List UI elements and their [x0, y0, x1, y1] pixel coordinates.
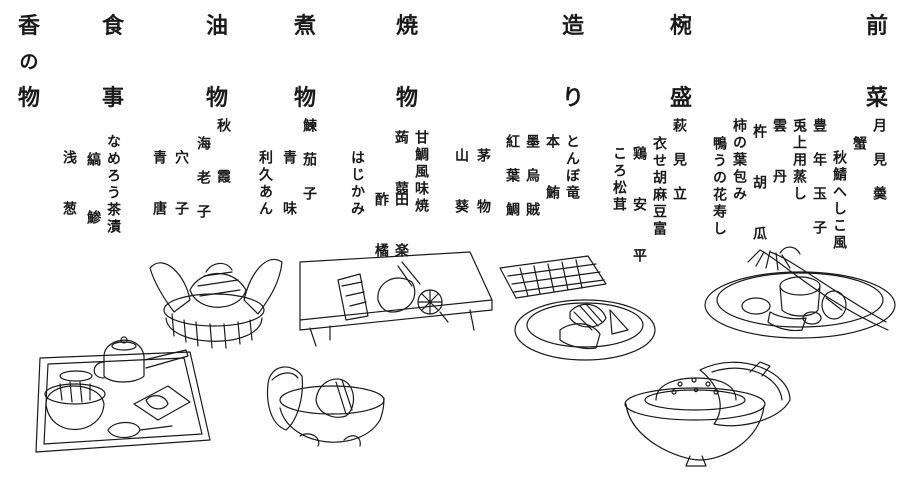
dish: 月 見 羮 [871, 118, 887, 203]
category-zensai: 前 菜 [862, 8, 892, 116]
dish: 利久あん [257, 150, 273, 218]
category-wanmori: 椀 盛 [666, 8, 696, 116]
category-shokuji: 食 事 [98, 8, 128, 116]
appetizer-plate-illustration [704, 246, 896, 339]
dish: 杵 胡 瓜 [751, 124, 767, 243]
dish: 茅 物 [475, 148, 491, 216]
dish: とんぼ竜 [564, 134, 580, 202]
dish: 鯵 [85, 210, 101, 227]
category-char: 物 [293, 85, 316, 111]
dish: 鴨うの花寿し [711, 136, 727, 238]
category-char: 焼 [395, 13, 418, 39]
category-char: 物 [17, 85, 40, 111]
category-char: 食 [101, 13, 124, 39]
dish: 豊 年 玉 子 [811, 118, 827, 237]
category-aburamono: 油 物 [202, 8, 232, 116]
dish: 鶏 安 平 [631, 146, 647, 265]
dish: 縞 [85, 152, 101, 169]
dish: 山 葵 [453, 148, 469, 216]
dish: はじかみ [349, 150, 365, 218]
dish: 蒟 蒻 [393, 130, 409, 198]
dish: 青 味 [281, 150, 297, 218]
sashimi-plate-illustration [499, 255, 656, 361]
dish: 兎上用蒸し [791, 118, 807, 203]
dish: 萩 見 立 [671, 118, 687, 203]
dish: 甘鯛風味焼 [413, 130, 429, 215]
category-nimono: 煮 物 [290, 8, 320, 116]
dish: 柿の葉包み [731, 118, 747, 203]
dish: 浅 葱 [61, 150, 77, 218]
category-char: 椀 [669, 13, 692, 39]
category-char: 造 [561, 13, 584, 39]
category-char: 物 [395, 85, 418, 111]
dish: 蟹 [851, 136, 867, 153]
dish: 本 鮪 [544, 134, 560, 202]
dish: なめろう茶漬 [105, 134, 121, 236]
rice-set-illustration [35, 336, 211, 453]
dish: 青 唐 [151, 150, 167, 218]
dish: 海 老 子 [195, 136, 211, 221]
dish: 墨 烏 賊 [524, 134, 540, 219]
dish: 鰊 茄 子 [301, 118, 317, 203]
category-char: 前 [865, 13, 888, 39]
dish: ころ松茸 [611, 146, 627, 214]
dish: 雲 丹 [771, 118, 787, 186]
category-char: 油 [205, 13, 228, 39]
dish: 衣せ胡麻豆富 [651, 136, 667, 238]
category-char: 事 [101, 85, 124, 111]
category-char: り [561, 85, 584, 111]
grilled-dish-illustration [299, 251, 493, 347]
dish: 秋鯖へしこ風 [831, 150, 847, 252]
soup-bowl-illustration [624, 361, 791, 467]
dish: 酢 橘 [373, 192, 389, 260]
category-konomono: 香 の 物 [14, 8, 44, 116]
fried-dish-illustration [149, 259, 283, 349]
category-char: 煮 [293, 13, 316, 39]
dish: 穴 子 [173, 150, 189, 218]
category-yakimono: 焼 物 [392, 8, 422, 116]
category-char: 盛 [669, 85, 692, 111]
dish: 紅 葉 鯛 [504, 134, 520, 219]
simmered-bowl-illustration [266, 366, 385, 447]
category-char: の [19, 51, 39, 73]
dish: 秋 霞 [215, 118, 231, 186]
category-char: 香 [17, 13, 40, 39]
category-char: 物 [205, 85, 228, 111]
category-char: 菜 [865, 85, 888, 111]
dish: 田 楽 [393, 192, 409, 260]
category-tsukuri: 造 り [558, 8, 588, 116]
